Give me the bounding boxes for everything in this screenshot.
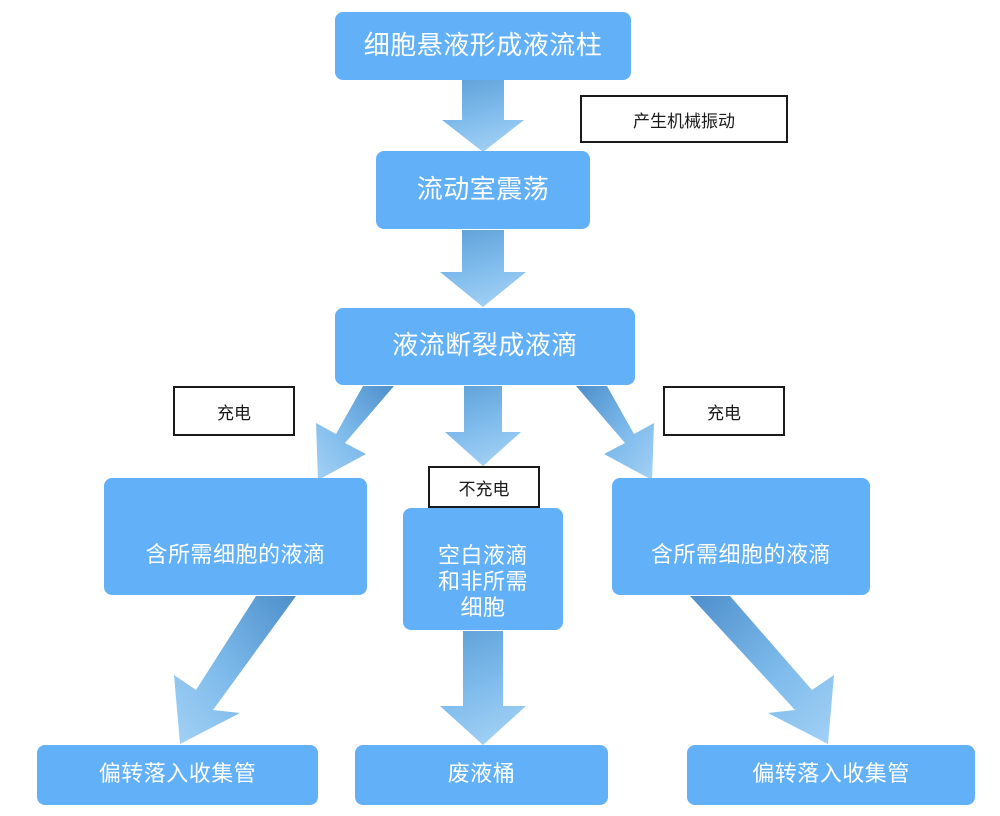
arrow-breakup-to-droplet-mid (445, 386, 521, 466)
process-box-waste-label: 废液桶 (447, 762, 516, 788)
annotation-box-charge-left-label: 充电 (217, 403, 251, 424)
process-box-droplet-mid-label: 空白液滴 和非所需 细胞 (403, 544, 563, 622)
process-box-oscillate[interactable]: 流动室震荡 (376, 151, 590, 229)
process-box-collect-right[interactable]: 偏转落入收集管 (687, 745, 975, 805)
process-box-collect-right-label: 偏转落入收集管 (752, 762, 910, 788)
annotation-box-charge-left[interactable]: 充电 (173, 386, 295, 436)
process-box-droplet-right-label: 含所需细胞的液滴 (650, 543, 831, 569)
droplet-mid-line-1: 空白液滴 (437, 544, 528, 570)
process-box-droplet-left[interactable]: 含所需细胞的液滴 (104, 478, 367, 595)
annotation-box-vibration[interactable]: 产生机械振动 (580, 95, 788, 143)
process-box-stream[interactable]: 细胞悬液形成液流柱 (335, 12, 631, 80)
droplet-mid-line-3: 细胞 (460, 596, 506, 622)
arrow-oscillate-to-breakup (440, 230, 526, 307)
droplet-mid-line-2: 和非所需 (437, 570, 528, 596)
process-box-droplet-left-label: 含所需细胞的液滴 (145, 543, 326, 569)
arrow-droplet-right-to-collect (690, 596, 834, 744)
process-box-collect-left-label: 偏转落入收集管 (98, 762, 257, 788)
annotation-box-no-charge[interactable]: 不充电 (428, 466, 540, 508)
arrow-droplet-left-to-collect (174, 596, 296, 744)
annotation-box-no-charge-label: 不充电 (458, 479, 510, 500)
arrow-breakup-to-droplet-right (576, 386, 654, 480)
process-box-breakup-label: 液流断裂成液滴 (392, 331, 578, 362)
process-box-collect-left[interactable]: 偏转落入收集管 (37, 745, 318, 805)
annotation-box-charge-right[interactable]: 充电 (663, 386, 785, 436)
annotation-box-vibration-label: 产生机械振动 (633, 111, 735, 132)
process-box-waste[interactable]: 废液桶 (355, 745, 608, 805)
arrow-stream-to-oscillate (442, 80, 524, 152)
process-box-droplet-right[interactable]: 含所需细胞的液滴 (612, 478, 870, 595)
arrow-breakup-to-droplet-left (316, 386, 394, 480)
annotation-box-charge-right-label: 充电 (707, 403, 741, 424)
process-box-droplet-mid[interactable]: 空白液滴 和非所需 细胞 (403, 508, 563, 630)
process-box-oscillate-label: 流动室震荡 (416, 174, 550, 205)
process-box-breakup[interactable]: 液流断裂成液滴 (335, 308, 635, 385)
process-box-stream-label: 细胞悬液形成液流柱 (363, 30, 603, 61)
arrow-droplet-mid-to-waste (440, 631, 526, 745)
